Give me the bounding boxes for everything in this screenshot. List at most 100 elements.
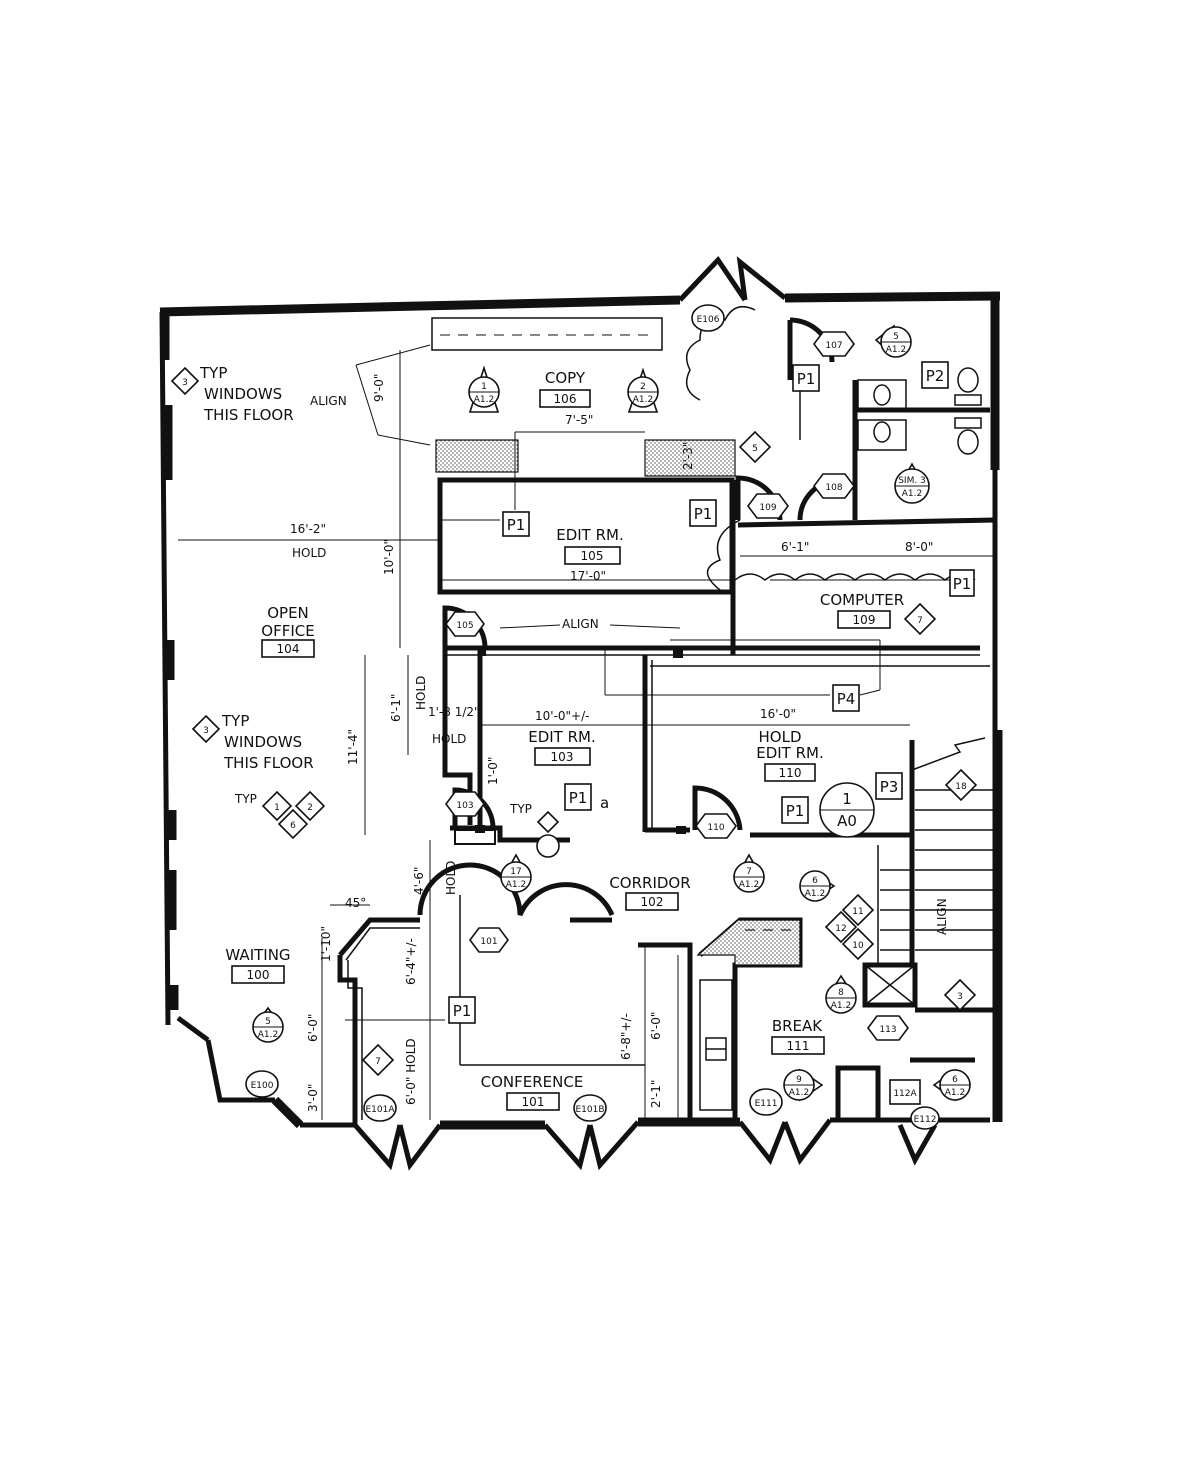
section-tag: 8 A1.2: [825, 974, 857, 1014]
partition-tag: P1: [781, 796, 809, 824]
svg-text:A1.2: A1.2: [258, 1030, 278, 1040]
annotations: ALIGN ALIGN HOLD HOLD HOLD HOLD ALIGN TY…: [234, 394, 949, 935]
svg-text:A1.2: A1.2: [789, 1088, 809, 1098]
dimension-label: 6'-1": [781, 540, 809, 554]
svg-text:P1: P1: [786, 802, 805, 820]
svg-text:5: 5: [893, 332, 899, 342]
windows-note-line-3: THIS FLOOR: [223, 754, 314, 772]
door-tag: 108: [813, 473, 855, 499]
svg-text:11: 11: [852, 907, 863, 917]
svg-text:6: 6: [952, 1075, 958, 1085]
key-note: 7: [361, 1043, 395, 1077]
section-tag: 2 A1.2: [627, 367, 659, 413]
dimension-label: 6'-0": [306, 1014, 320, 1042]
room-break: BREAK 111: [771, 1017, 825, 1055]
door-tag: 105: [445, 611, 485, 637]
dimension-label: 16'-2": [290, 522, 326, 536]
svg-text:1: 1: [842, 790, 852, 808]
room-number: 109: [853, 613, 876, 627]
room-name: CORRIDOR: [609, 874, 690, 892]
partition-tag: P4: [832, 684, 860, 712]
elevation-tag: E111: [749, 1088, 783, 1116]
hold-note: HOLD: [414, 676, 428, 710]
dimension-label: 6'-0" HOLD: [404, 1038, 418, 1105]
window-tag-number: 3: [203, 726, 209, 736]
room-number-box: [764, 763, 816, 782]
typ-note: TYP: [234, 792, 257, 806]
svg-text:A1.2: A1.2: [805, 889, 825, 899]
section-tag: 17 A1.2: [500, 853, 532, 893]
typ-note: TYP: [509, 802, 532, 816]
door-tags: 105 103 101 107 108 109 110 113: [445, 331, 909, 1041]
svg-text:7: 7: [746, 867, 752, 877]
align-note: ALIGN: [935, 898, 949, 935]
svg-text:A1.2: A1.2: [474, 395, 494, 405]
key-note: 12: [824, 910, 858, 944]
windows-note-bottom: 3 TYP WINDOWS THIS FLOOR: [191, 712, 314, 772]
room-name: WAITING: [225, 946, 290, 964]
svg-text:112A: 112A: [893, 1089, 917, 1099]
svg-text:109: 109: [759, 503, 776, 513]
room-number: 100: [247, 968, 270, 982]
window-tag: [191, 714, 221, 744]
room-copy: COPY 106: [539, 369, 591, 408]
room-number-box: [837, 610, 891, 629]
room-number: 104: [277, 642, 300, 656]
hold-note: HOLD: [444, 861, 458, 895]
svg-text:E112: E112: [914, 1115, 937, 1125]
room-number-box: [534, 747, 591, 766]
room-waiting: WAITING 100: [225, 946, 291, 984]
section-tag: 9 A1.2: [783, 1068, 824, 1102]
svg-text:E111: E111: [755, 1099, 778, 1109]
interior-walls: [337, 305, 996, 1125]
room-number: 103: [551, 750, 574, 764]
wall-blocks: [454, 648, 686, 845]
dimension-label: 3'-0": [306, 1084, 320, 1112]
svg-text:P1: P1: [694, 505, 713, 523]
room-name: EDIT RM.: [756, 744, 824, 762]
elevation-tags: E100 E101A E101B E106 E111 E112: [245, 304, 940, 1130]
windows-note-line-2: WINDOWS: [224, 733, 302, 751]
dimension-label: 45°: [345, 896, 366, 910]
room-number-box: [506, 1092, 560, 1111]
svg-text:P1: P1: [953, 575, 972, 593]
room-edit-105: EDIT RM. 105: [556, 526, 624, 565]
dimension-label: 11'-4": [346, 729, 360, 765]
window-tag: [170, 366, 200, 396]
room-conference: CONFERENCE 101: [481, 1073, 583, 1111]
dimension-label: 6'-8"+/-: [619, 1013, 633, 1060]
svg-text:17: 17: [510, 867, 521, 877]
partition-tag: P1: [792, 364, 820, 392]
hold-note: HOLD: [432, 732, 466, 746]
svg-text:101: 101: [480, 937, 497, 947]
room-name: COPY: [545, 369, 586, 387]
svg-text:5: 5: [752, 444, 758, 454]
room-open-office: OPEN OFFICE 104: [261, 604, 315, 658]
svg-text:P1: P1: [453, 1002, 472, 1020]
room-number-box: [261, 639, 315, 658]
door-tag: 113: [867, 1015, 909, 1041]
svg-text:E100: E100: [251, 1081, 274, 1091]
room-name: COMPUTER: [820, 591, 904, 609]
align-note: ALIGN: [310, 394, 347, 408]
key-note: 112A: [889, 1079, 921, 1105]
partition-tag: P3: [875, 772, 903, 800]
room-name: OFFICE: [261, 622, 314, 640]
key-note: 10: [841, 927, 875, 961]
svg-text:18: 18: [955, 782, 967, 792]
elevation-tag: E100: [245, 1070, 279, 1098]
room-computer: COMPUTER 109: [820, 591, 904, 629]
dimension-label: 7'-5": [565, 413, 593, 427]
svg-text:8: 8: [838, 988, 844, 998]
room-name: BREAK: [772, 1017, 823, 1035]
elevation-tag: E112: [910, 1106, 940, 1130]
windows-note-line-1: TYP: [199, 364, 227, 382]
room-number: 101: [522, 1095, 545, 1109]
window-tag-number: 3: [182, 378, 188, 388]
room-number: 110: [779, 766, 802, 780]
svg-text:A1.2: A1.2: [633, 395, 653, 405]
dimension-label: 1'-8 1/2": [428, 705, 480, 719]
door-tag: 103: [445, 791, 485, 817]
section-tag: SIM. 3 A1.2: [894, 462, 930, 504]
svg-text:107: 107: [825, 341, 842, 351]
